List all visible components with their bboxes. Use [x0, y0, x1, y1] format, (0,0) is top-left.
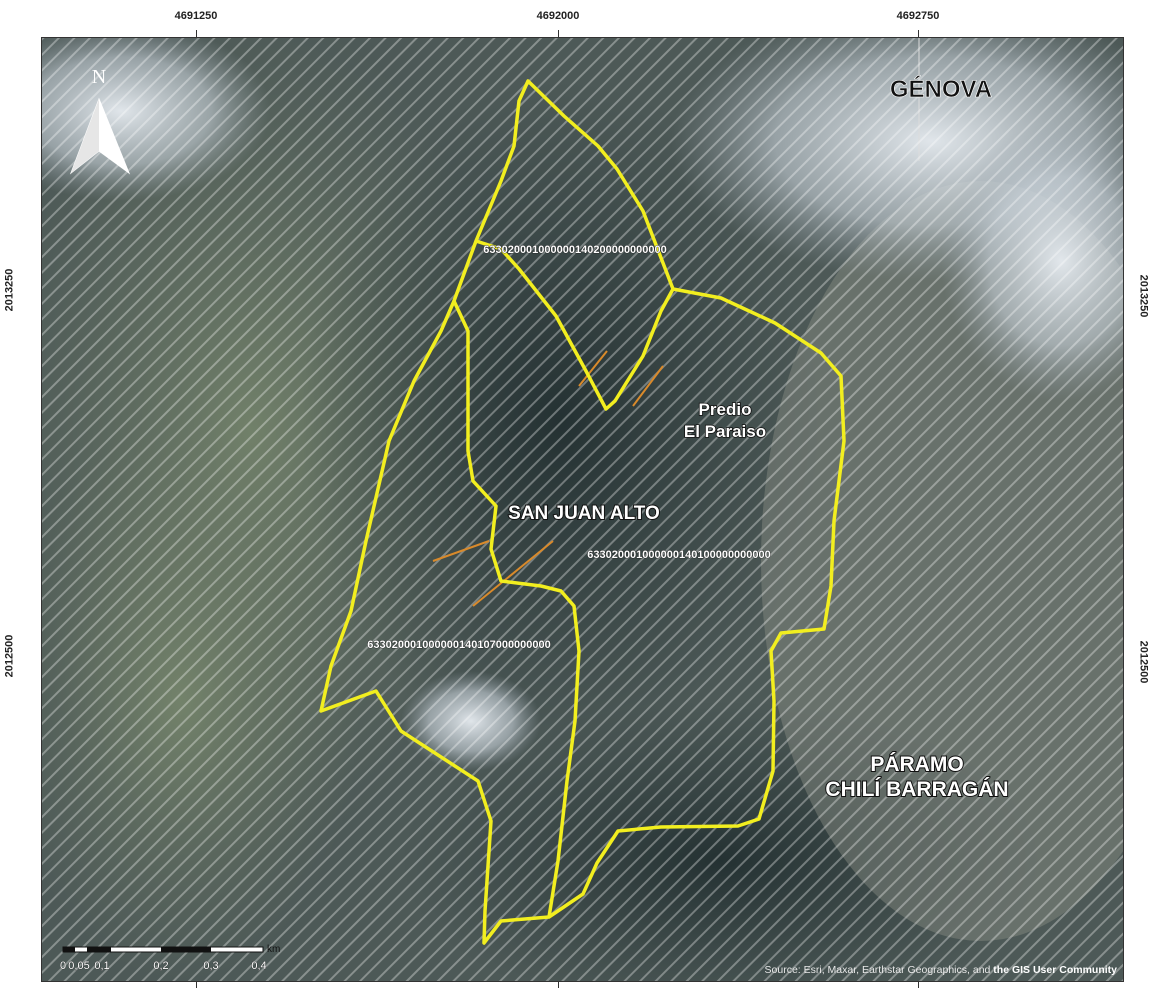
north-arrow-icon [69, 97, 131, 175]
tick-bottom-3 [918, 980, 919, 988]
grid-label-y-right-1: 2013250 [1137, 274, 1150, 318]
parcel-west-divider [452, 300, 581, 918]
attribution: Source: Esri, Maxar, Earthstar Geographi… [765, 964, 1118, 976]
trail-segments [432, 350, 664, 607]
tick-top-2 [558, 30, 559, 38]
place-label-predio-line1: Predio [699, 400, 752, 419]
scale-tick-5: 0,4 [251, 960, 266, 972]
parcel-north-divider [475, 239, 675, 411]
grid-label-x-2: 4692000 [536, 10, 580, 22]
parcel-id-east: 633020001000000140100000000000 [587, 549, 771, 561]
scale-tick-1: 0,05 [68, 960, 89, 972]
scale-tick-4: 0,3 [203, 960, 218, 972]
scale-bar [62, 946, 264, 953]
map-svg: N GÉNOVA Predio El Paraiso SAN JUAN ALTO… [42, 38, 1123, 981]
tick-bottom-2 [558, 980, 559, 988]
tick-top-3 [918, 30, 919, 38]
grid-label-y-left-2: 2012500 [3, 634, 16, 678]
north-arrow-label: N [92, 66, 106, 88]
attribution-prefix: Source: Esri, Maxar, Earthstar Geographi… [765, 964, 994, 976]
parcel-boundaries [319, 79, 846, 945]
parcel-outer-boundary [319, 79, 846, 945]
grid-label-y-left-1: 2013250 [3, 268, 16, 312]
place-label-paramo-line1: PÁRAMO [870, 753, 963, 776]
place-label-san-juan-alto: SAN JUAN ALTO [508, 503, 660, 524]
tick-bottom-1 [196, 980, 197, 988]
grid-label-x-3: 4692750 [896, 10, 940, 22]
place-label-predio-line2: El Paraiso [684, 422, 766, 441]
grid-label-y-right-2: 2012500 [1137, 640, 1150, 684]
scale-tick-2: 0,1 [94, 960, 109, 972]
grid-label-x-1: 4691250 [174, 10, 218, 22]
scale-tick-0: 0 [60, 960, 66, 972]
scale-tick-3: 0,2 [153, 960, 168, 972]
parcel-id-north: 633020001000000140200000000000 [483, 244, 667, 256]
attribution-highlight: the GIS User Community [993, 964, 1117, 976]
scale-bar-unit: km [267, 944, 280, 955]
parcel-id-west: 633020001000000140107000000000 [367, 639, 551, 651]
tick-top-1 [196, 30, 197, 38]
place-label-paramo-line2: CHILÍ BARRAGÁN [825, 778, 1008, 801]
hatch-overlay [42, 38, 1123, 981]
place-label-genova: GÉNOVA [890, 75, 992, 103]
map-canvas[interactable]: N GÉNOVA Predio El Paraiso SAN JUAN ALTO… [41, 37, 1124, 982]
